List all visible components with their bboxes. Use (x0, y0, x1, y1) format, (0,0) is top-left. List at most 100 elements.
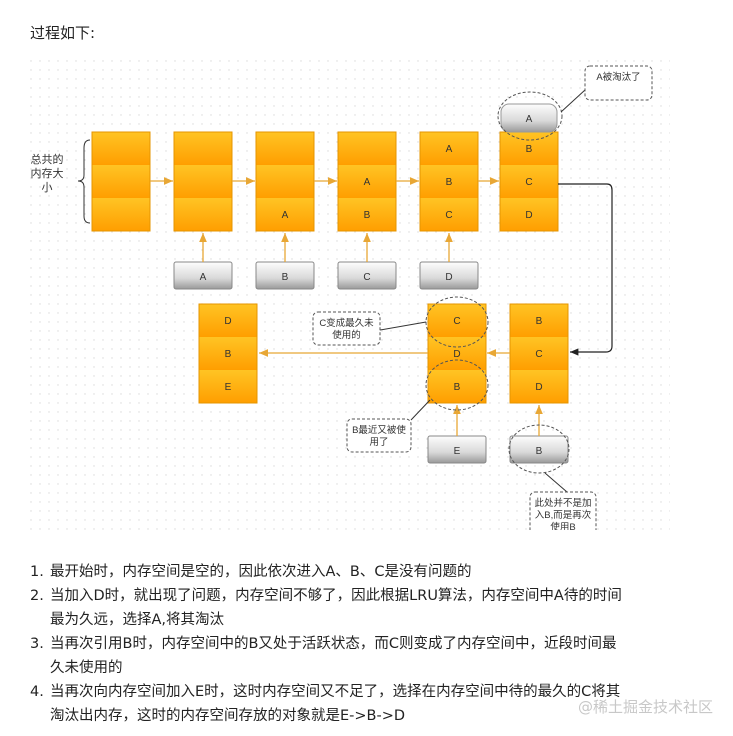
connector-arrow (558, 183, 613, 356)
memory-cell (92, 198, 150, 231)
highlight-ellipse (497, 91, 563, 141)
memory-stack-top-2 (173, 131, 233, 232)
brace-label: 内存大 (31, 166, 64, 180)
memory-cell (500, 198, 558, 231)
memory-cell (256, 132, 314, 165)
memory-cell (256, 198, 314, 231)
note-c-least-used (312, 311, 381, 346)
memory-cell (420, 198, 478, 231)
memory-stack-top-1 (91, 131, 151, 232)
input-label: B (536, 446, 543, 457)
memory-cell (174, 198, 232, 231)
memory-cell (500, 165, 558, 198)
memory-cell (174, 132, 232, 165)
step-text: 当加入D时，就出现了问题，内存空间不够了，因此根据LRU算法，内存空间中A待的时… (50, 588, 622, 604)
highlight-ellipse (508, 424, 570, 474)
note-text: 使用B (550, 521, 575, 530)
evicted-label: A (526, 114, 533, 125)
step-item: 4. 当再次向内存空间加入E时，这时内存空间又不足了，选择在内存空间中待的最久的C… (30, 680, 670, 728)
memory-cell (338, 132, 396, 165)
input-label: C (363, 272, 370, 283)
cell-label: C (445, 210, 452, 221)
cell-label: A (282, 210, 289, 221)
step-item: 3. 当再次引用B时，内存空间中的B又处于活跃状态，而C则变成了内存空间中，近段时… (30, 632, 670, 680)
input-label: E (454, 446, 461, 457)
memory-cell (500, 132, 558, 165)
memory-cell (510, 304, 568, 337)
memory-cell (510, 370, 568, 403)
memory-cell (199, 304, 257, 337)
step-number: 3. (30, 636, 44, 652)
cell-label: C (525, 177, 532, 188)
input-label: B (282, 272, 289, 283)
memory-cell (199, 370, 257, 403)
note-evicted (584, 65, 653, 101)
memory-cell (199, 337, 257, 370)
brace-label: 小 (42, 181, 53, 194)
note-text: 此处并不是加 (534, 497, 591, 509)
memory-cell (428, 337, 486, 370)
memory-cell (338, 198, 396, 231)
memory-cell (92, 165, 150, 198)
brace-label: 总共的 (31, 152, 64, 166)
memory-cell (510, 337, 568, 370)
step-text: 当再次向内存空间加入E时，这时内存空间又不足了，选择在内存空间中待的最久的C将其 (50, 684, 621, 700)
steps-list: 1. 最开始时，内存空间是空的，因此依次进入A、B、C是没有问题的 2. 当加入D时，… (30, 560, 670, 728)
step-number: 4. (30, 684, 44, 700)
memory-stack-top-3: A (255, 131, 315, 232)
cell-label: D (525, 210, 532, 221)
memory-cell (420, 132, 478, 165)
input-label: D (445, 272, 452, 283)
section-title: 过程如下: (30, 24, 96, 42)
watermark: @稀土掘金技术社区 (577, 698, 713, 716)
cell-label: D (535, 382, 542, 393)
memory-stack-bottom-middle: C D B (427, 303, 487, 404)
memory-stack-bottom-right: B C D (509, 303, 569, 404)
memory-cell (174, 165, 232, 198)
cell-label: B (364, 210, 371, 221)
step-text: 淘汰出内存，这时的内存空间存放的对象就是E->B->D (50, 708, 406, 724)
cell-label: C (453, 316, 460, 327)
memory-stack-bottom-left: D B E (198, 303, 258, 404)
cell-label: A (364, 177, 371, 188)
evicted-box (500, 103, 558, 133)
memory-stack-top-4: AB (337, 131, 397, 232)
memory-cell (428, 304, 486, 337)
cell-label: A (446, 144, 453, 155)
memory-cell (256, 165, 314, 198)
memory-cell (420, 165, 478, 198)
cell-label: E (225, 382, 232, 393)
step-item: 1. 最开始时，内存空间是空的，因此依次进入A、B、C是没有问题的 (30, 560, 670, 584)
step-number: 1. (30, 564, 44, 580)
note-reuse-b (529, 491, 597, 530)
step-text: 最为久远，选择A,将其淘汰 (50, 612, 225, 628)
note-text: A被淘汰了 (596, 71, 640, 83)
step-text: 久未使用的 (50, 660, 123, 676)
cell-label: B (536, 316, 543, 327)
note-text: 使用的 (332, 329, 361, 341)
memory-stack-top-6: B C D (499, 131, 559, 232)
step-text: 最开始时，内存空间是空的，因此依次进入A、B、C是没有问题的 (50, 564, 472, 580)
memory-cell (92, 132, 150, 165)
note-text: 用了 (369, 437, 388, 448)
note-text: C变成最久未 (319, 317, 374, 329)
step-number: 2. (30, 588, 44, 604)
cell-label: B (526, 144, 533, 155)
note-b-recently-used (346, 418, 412, 453)
cell-label: B (454, 382, 461, 393)
cell-label: D (453, 349, 460, 360)
input-label: A (200, 272, 207, 283)
note-text: B最近又被使 (352, 424, 406, 436)
cell-label: D (224, 316, 231, 327)
highlight-ellipse (425, 359, 489, 411)
step-item: 2. 当加入D时，就出现了问题，内存空间不够了，因此根据LRU算法，内存空间中A待… (30, 584, 670, 632)
cell-label: B (225, 349, 232, 360)
cell-label: C (535, 349, 542, 360)
brace-icon (77, 139, 91, 224)
step-text: 当再次引用B时，内存空间中的B又处于活跃状态，而C则变成了内存空间中，近段时间最 (50, 636, 617, 652)
memory-cell (428, 370, 486, 403)
memory-cell (338, 165, 396, 198)
memory-stack-top-5: ABC (419, 131, 479, 232)
note-text: 入B,而是再次 (535, 509, 592, 521)
